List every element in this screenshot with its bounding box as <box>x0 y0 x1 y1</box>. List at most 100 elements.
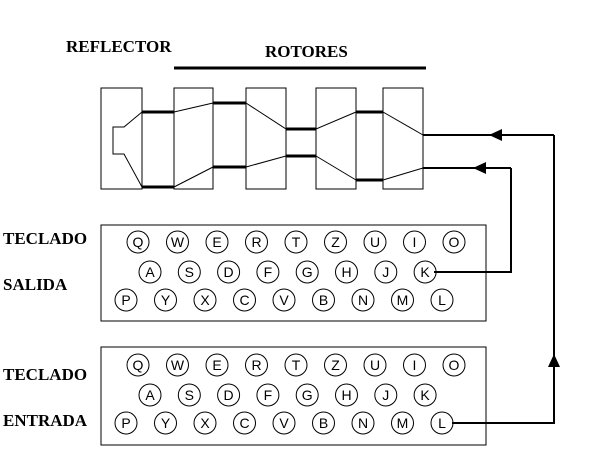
key-letter: O <box>449 234 460 250</box>
output-key-y: Y <box>154 288 177 312</box>
rotor-wire <box>315 111 357 130</box>
input-keyboard-label: TECLADO <box>3 365 87 384</box>
rotor-4 <box>382 87 424 190</box>
key-letter: E <box>212 234 221 250</box>
input-key-x: X <box>193 411 217 435</box>
key-circle <box>205 230 229 254</box>
key-letter: F <box>264 264 273 280</box>
signal-wiring <box>434 135 555 424</box>
output-key-l: L <box>430 288 454 312</box>
output-key-f: F <box>256 260 280 284</box>
input-key-n: N <box>351 411 375 435</box>
key-circle <box>442 230 466 254</box>
key-circle <box>205 353 229 377</box>
key-circle <box>295 260 319 284</box>
key-letter: D <box>224 387 234 403</box>
key-letter: G <box>302 264 313 280</box>
input-key-b: B <box>312 411 335 435</box>
rotor-wire <box>173 102 214 113</box>
input-key-h: H <box>335 383 358 407</box>
key-letter: C <box>239 415 249 431</box>
reflector-label: REFLECTOR <box>66 37 172 56</box>
key-letter: O <box>449 357 460 373</box>
input-key-i: I <box>403 353 426 377</box>
output-key-j: J <box>374 260 398 284</box>
key-letter: Q <box>133 357 144 373</box>
key-letter: S <box>185 387 194 403</box>
key-letter: B <box>319 292 328 308</box>
input-key-q: Q <box>126 353 150 377</box>
key-letter: F <box>264 387 273 403</box>
output-key-h: H <box>335 260 358 284</box>
key-letter: R <box>251 234 261 250</box>
rotor-1 <box>173 87 214 190</box>
output-key-v: V <box>272 288 296 312</box>
reflector-box <box>100 87 143 190</box>
input-key-g: G <box>295 383 319 407</box>
input-key-k: K <box>413 383 437 407</box>
key-circle <box>177 383 201 407</box>
input-key-a: A <box>138 383 162 407</box>
input-keyboard-sublabel: ENTRADA <box>3 411 88 430</box>
key-letter: W <box>171 357 185 373</box>
key-circle <box>295 383 319 407</box>
key-circle <box>177 260 201 284</box>
output-key-e: E <box>205 230 229 254</box>
key-letter: T <box>292 357 301 373</box>
key-circle <box>245 230 268 254</box>
output-keyboard-sublabel: SALIDA <box>3 275 68 294</box>
key-letter: A <box>145 264 155 280</box>
input-key-z: Z <box>324 353 347 377</box>
key-circle <box>284 230 308 254</box>
key-circle <box>272 411 296 435</box>
key-circle <box>403 230 426 254</box>
output-key-k: K <box>413 260 437 284</box>
rotor-wire <box>382 111 424 136</box>
rotor-2 <box>245 87 287 190</box>
key-circle <box>312 411 335 435</box>
key-letter: K <box>420 387 430 403</box>
key-letter: N <box>358 415 368 431</box>
key-circle <box>138 383 162 407</box>
key-letter: H <box>341 387 351 403</box>
output-key-r: R <box>245 230 268 254</box>
key-letter: U <box>370 357 380 373</box>
key-circle <box>442 353 466 377</box>
key-letter: J <box>382 264 389 280</box>
key-letter: I <box>413 357 417 373</box>
key-letter: M <box>397 292 409 308</box>
input-key-d: D <box>217 383 241 407</box>
key-circle <box>324 353 347 377</box>
output-key-u: U <box>363 230 387 254</box>
key-circle <box>126 230 150 254</box>
key-circle <box>351 411 375 435</box>
output-key-w: W <box>166 230 189 254</box>
key-letter: E <box>212 357 221 373</box>
arrow-icon <box>473 162 486 174</box>
key-circle <box>166 230 189 254</box>
output-key-m: M <box>391 288 414 312</box>
output-key-n: N <box>351 288 375 312</box>
rotor-wire <box>315 155 357 181</box>
output-keyboard-label: TECLADO <box>3 229 87 248</box>
rotor-assembly <box>100 87 554 190</box>
key-circle <box>193 288 217 312</box>
output-key-o: O <box>442 230 466 254</box>
key-circle <box>351 288 375 312</box>
input-key-c: C <box>233 411 256 435</box>
key-letter: P <box>121 292 130 308</box>
key-letter: Z <box>331 357 340 373</box>
key-letter: A <box>145 387 155 403</box>
input-key-y: Y <box>154 411 177 435</box>
output-key-d: D <box>217 260 241 284</box>
input-key-f: F <box>256 383 280 407</box>
key-circle <box>374 383 398 407</box>
key-letter: Y <box>161 292 171 308</box>
output-key-i: I <box>403 230 426 254</box>
key-letter: D <box>224 264 234 280</box>
key-circle <box>245 353 268 377</box>
key-letter: G <box>302 387 313 403</box>
key-circle <box>335 383 358 407</box>
key-circle <box>272 288 296 312</box>
